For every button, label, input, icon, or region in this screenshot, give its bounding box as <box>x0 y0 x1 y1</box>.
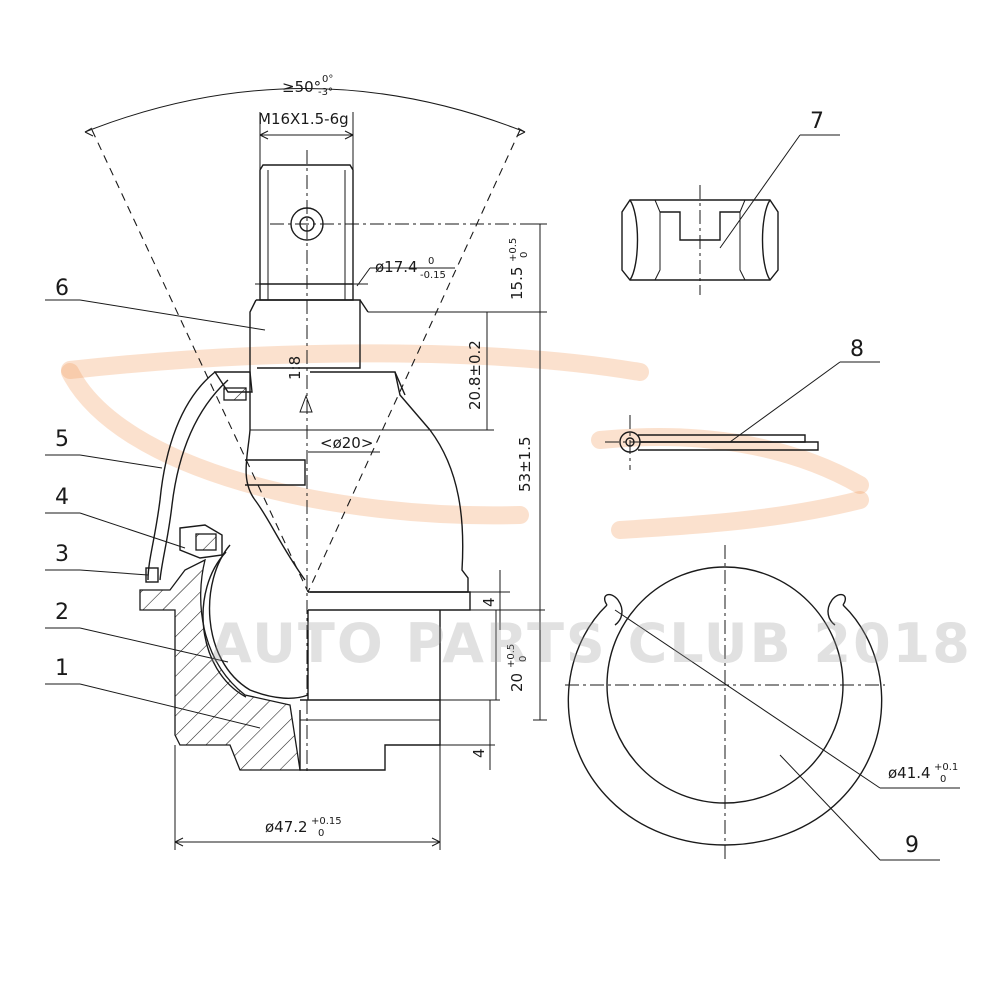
taper-dia-lower-tol: -0.15 <box>420 270 446 281</box>
angle-lower-tol: -3° <box>318 87 333 98</box>
body-height-main: 20 <box>508 673 526 692</box>
gap-small: 4 <box>480 597 498 607</box>
angle-upper-tol: 0° <box>322 74 333 85</box>
callout-6: 6 <box>55 276 69 301</box>
callout-1: 1 <box>55 656 69 681</box>
retaining-ring: ø41.4 +0.1 0 9 <box>565 545 960 861</box>
thread-spec: M16X1.5-6g <box>258 110 349 128</box>
taper-ratio: 1:8 <box>286 356 304 380</box>
angle-main: ≥50° <box>282 78 321 96</box>
callout-3: 3 <box>55 542 69 567</box>
ball-joint-section: 1:8 M16X1.5-6g ≥50° 0° -3° ø17.4 0 -0.15… <box>45 74 547 850</box>
ring-dia-main: ø41.4 <box>888 764 931 782</box>
overall-height: 53±1.5 <box>516 436 534 492</box>
callout-8: 8 <box>850 337 864 362</box>
body-dia-upper-tol: +0.15 <box>311 816 342 827</box>
pin-hole-height-main: 15.5 <box>508 267 526 300</box>
callout-5: 5 <box>55 427 69 452</box>
watermark-logo <box>61 344 869 539</box>
taper-dia-main: ø17.4 <box>375 258 418 276</box>
pin-hole-height-upper-tol: +0.5 <box>508 238 519 262</box>
stud-dia: <ø20> <box>320 434 373 452</box>
watermark-text: AUTO PARTS CLUB 2018 <box>210 612 972 675</box>
base-step: 4 <box>470 748 488 758</box>
castle-nut: 7 <box>621 109 840 295</box>
pin-hole-height-lower-tol: 0 <box>519 252 530 258</box>
body-dia-lower-tol: 0 <box>318 828 324 839</box>
callout-9: 9 <box>905 833 919 858</box>
ring-dia-lower-tol: 0 <box>940 774 946 785</box>
ring-dia-upper-tol: +0.1 <box>934 762 958 773</box>
cotter-pin: 8 <box>605 337 880 470</box>
callout-4: 4 <box>55 485 69 510</box>
taper-dia-upper-tol: 0 <box>428 256 434 267</box>
body-height-upper-tol: +0.5 <box>506 644 517 668</box>
taper-length: 20.8±0.2 <box>466 340 484 410</box>
callout-7: 7 <box>810 109 824 134</box>
body-height-lower-tol: 0 <box>518 656 529 662</box>
body-dia-main: ø47.2 <box>265 818 308 836</box>
callout-2: 2 <box>55 600 69 625</box>
